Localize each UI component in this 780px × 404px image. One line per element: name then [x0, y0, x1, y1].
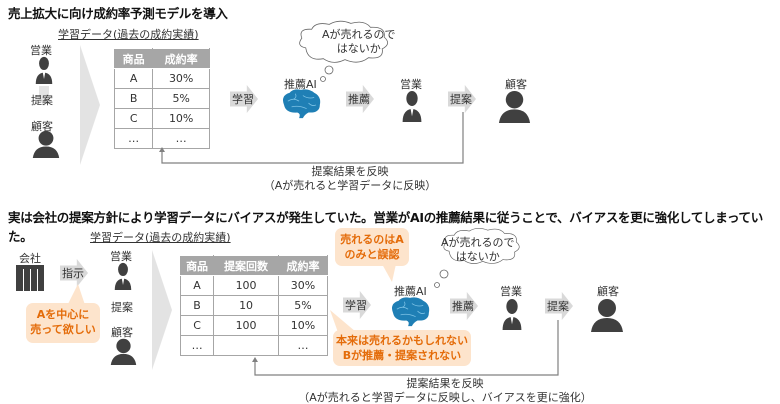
bottom-propose-label: 提案: [111, 301, 133, 314]
thought-bubbles: [434, 269, 449, 288]
bottom-data-label: 学習データ(過去の成約実績): [90, 231, 231, 244]
thought-bubbles: [320, 65, 334, 82]
callout-tail: [382, 264, 396, 282]
callout-tail: [66, 284, 86, 308]
instruct-arrow: 指示: [60, 258, 88, 288]
recommend-arrow: 推薦: [346, 84, 374, 114]
bottom-ai-label: 推薦AI: [394, 285, 427, 298]
bottom-title: 実は会社の提案方針により学習データにバイアスが発生していた。営業がAIの推薦結果…: [8, 210, 763, 244]
arrow-down-icon: [36, 86, 52, 106]
recommend-arrow: 推薦: [450, 291, 478, 321]
bottom-feedback: 提案結果を反映（Aが売れると学習データに反映し、バイアスを更に強化）: [298, 377, 592, 404]
top-title: 売上拡大に向け成約率予測モデルを導入: [8, 6, 228, 21]
bottom-sales-label: 営業: [110, 250, 132, 263]
feedback-line: [159, 112, 464, 164]
company-callout: Aを中心に売って欲しい: [26, 303, 100, 343]
bottom-thought: Aが売れるのではないか: [441, 236, 515, 263]
top-propose-label: 提案: [31, 94, 53, 107]
top-sales-label: 営業: [30, 44, 52, 57]
top-data-label: 学習データ(過去の成約実績): [58, 28, 199, 41]
top-ai-label: 推薦AI: [284, 78, 317, 91]
bottom-customer-label: 顧客: [111, 326, 133, 339]
chevron-icon: [152, 250, 172, 370]
top-sales2-label: 営業: [400, 78, 422, 91]
bottom-customer2-label: 顧客: [597, 285, 619, 298]
company-label: 会社: [19, 252, 41, 265]
table-row: ……: [179, 335, 329, 356]
propose-arrow: 提案: [448, 84, 476, 114]
table-row: ……: [113, 128, 210, 149]
top-thought: Aが売れるのではないか: [322, 28, 396, 55]
bottom-sales2-label: 営業: [500, 285, 522, 298]
propose-arrow: 提案: [545, 291, 573, 321]
building-icon: [16, 265, 44, 291]
top-customer-label: 顧客: [31, 120, 53, 133]
chevron-icon: [80, 45, 100, 165]
feedback-line: [252, 320, 559, 376]
learn-arrow: 学習: [343, 290, 371, 320]
top-feedback: 提案結果を反映（Aが売れると学習データに反映）: [263, 165, 437, 192]
top-customer2-label: 顧客: [505, 78, 527, 91]
learn-arrow: 学習: [230, 84, 258, 114]
